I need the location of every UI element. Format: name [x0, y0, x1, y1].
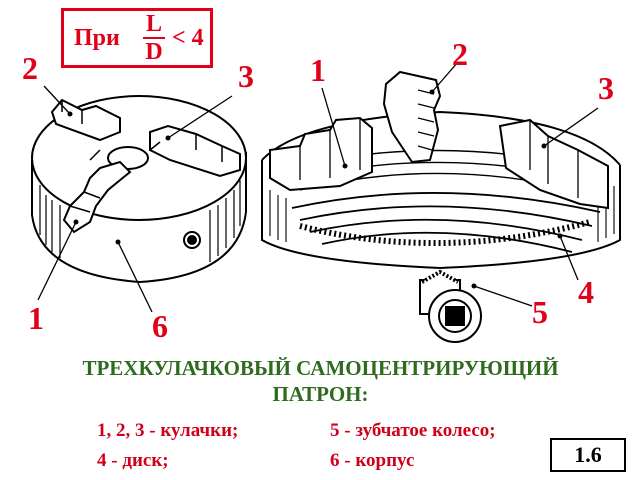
callout-left-3: 3 [238, 58, 254, 94]
body-shading [39, 180, 241, 262]
right-leader-dots [342, 89, 563, 289]
formula-suffix: < 4 [172, 25, 204, 51]
callout-right-3: 3 [598, 70, 614, 106]
legend-body: 6 - корпус [330, 450, 415, 471]
legend-disk: 4 - диск; [97, 450, 169, 471]
formula-fraction: L D [142, 11, 166, 65]
fraction-bar [143, 37, 165, 39]
formula-prefix: При [74, 25, 120, 51]
pinion-gear [419, 269, 482, 343]
callout-left-1: 1 [28, 300, 44, 336]
callout-left-6: 6 [152, 308, 168, 344]
callout-right-5: 5 [532, 294, 548, 330]
caption-line-2: ПАТРОН: [272, 382, 369, 406]
jaw-3-exploded [498, 118, 609, 210]
caption-line-1: ТРЕХКУЛАЧКОВЫЙ САМОЦЕНТРИРУЮЩИЙ [82, 356, 559, 380]
legend-jaws: 1, 2, 3 - кулачки; [97, 420, 239, 441]
jaw-2-assembled [50, 98, 121, 142]
left-leaders [37, 85, 233, 313]
formula-numerator: L [145, 11, 162, 37]
callout-left-2: 2 [22, 50, 38, 86]
assembled-chuck [31, 95, 247, 284]
jaw-3-assembled [149, 124, 241, 178]
exploded-chuck [261, 70, 621, 343]
callout-right-4: 4 [578, 274, 594, 310]
formula-denominator: D [145, 39, 163, 65]
right-leaders [321, 61, 599, 307]
jaw-1-exploded [269, 116, 373, 192]
figure-number: 1.6 [550, 438, 626, 472]
body-ring [261, 160, 621, 270]
jaw-2-exploded [382, 70, 442, 164]
callout-right-1: 1 [310, 52, 326, 88]
scroll-disk [291, 192, 601, 253]
callout-right-2: 2 [452, 36, 468, 72]
legend-gear: 5 - зубчатое колесо; [330, 420, 496, 441]
left-leader-dots [67, 111, 171, 245]
formula-box: При L D < 4 [61, 8, 213, 68]
